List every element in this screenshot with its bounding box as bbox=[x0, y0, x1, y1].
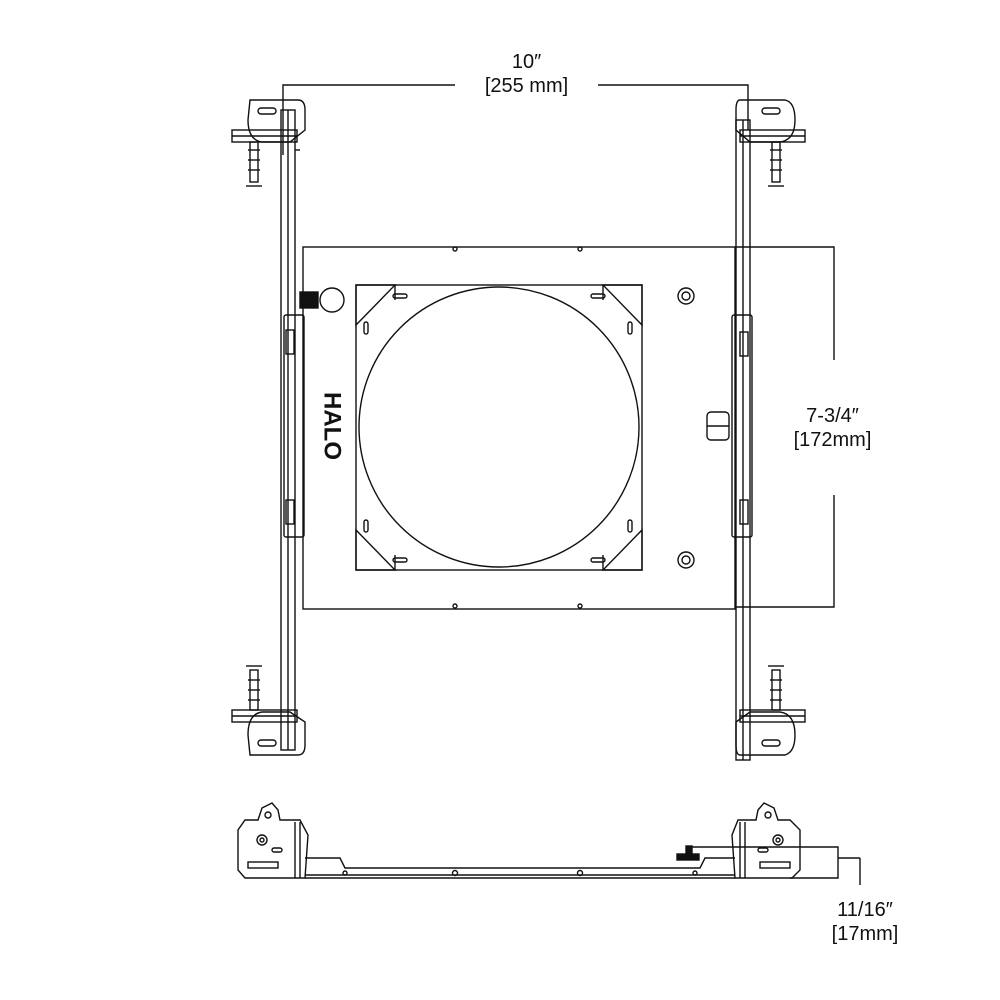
height-dimension-label: 7-3/4″ [172mm] bbox=[770, 404, 895, 452]
side-view bbox=[237, 802, 861, 885]
halo-logo: HALO bbox=[319, 392, 346, 460]
mounting-plate bbox=[299, 246, 736, 610]
depth-dimension-label: 11/16″ [17mm] bbox=[800, 898, 930, 946]
right-mounting-rail bbox=[731, 119, 753, 761]
width-dimension-label: 10″ [255 mm] bbox=[455, 50, 598, 98]
depth-dimension-line bbox=[692, 846, 861, 885]
height-dimension-line bbox=[735, 246, 835, 608]
bar-hanger-clip-top-right bbox=[735, 99, 806, 187]
side-bracket-right bbox=[731, 802, 801, 879]
bar-hanger-clip-bottom-right bbox=[735, 665, 806, 756]
depth-metric: [17mm] bbox=[831, 923, 899, 945]
halo-logo-text: HALO bbox=[319, 392, 346, 460]
side-bracket-left bbox=[237, 802, 309, 879]
width-imperial: 10″ bbox=[511, 51, 542, 73]
height-imperial: 7-3/4″ bbox=[806, 405, 859, 427]
bar-hanger-clip-bottom-left bbox=[231, 665, 306, 756]
width-metric: [255 mm] bbox=[484, 75, 569, 97]
bar-hanger-clip-top-left bbox=[231, 99, 306, 187]
depth-imperial: 11/16″ bbox=[837, 899, 893, 921]
height-metric: [172mm] bbox=[793, 429, 872, 451]
top-view: HALO bbox=[231, 84, 835, 761]
left-mounting-rail bbox=[280, 109, 305, 751]
width-dimension-line bbox=[282, 84, 749, 155]
plate-profile bbox=[305, 857, 735, 879]
